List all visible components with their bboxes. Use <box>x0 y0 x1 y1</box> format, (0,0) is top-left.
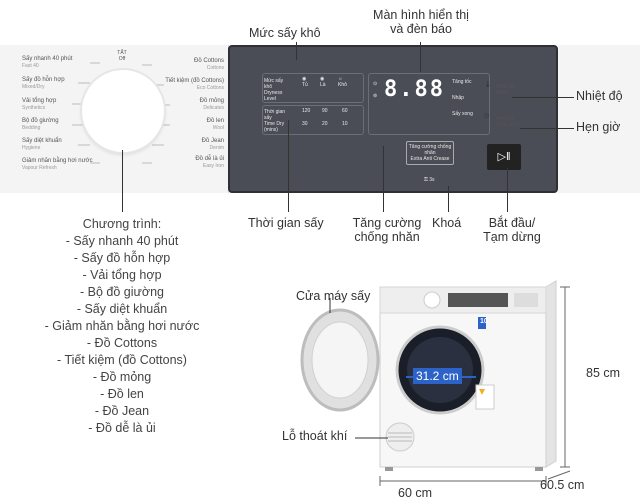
dryer-knob <box>423 291 441 309</box>
programs-list: Chương trình: - Sấy nhanh 40 phút - Sấy … <box>0 216 244 437</box>
start-pause-button[interactable]: ▷‖ <box>487 144 521 170</box>
display-group <box>368 73 490 135</box>
programs-item: - Đồ len <box>100 387 144 401</box>
indicator-2: Nhập <box>452 95 464 101</box>
dryer-mini-buttons <box>514 293 538 307</box>
programs-item: - Bộ đồ giường <box>80 285 164 299</box>
callout-start: Bắt đầu/Tạm dừng <box>483 216 541 244</box>
time-120[interactable]: 120 <box>302 108 311 114</box>
callout-door: Cửa máy sấy <box>296 289 371 303</box>
leader-start <box>507 168 508 212</box>
leader-programs <box>122 150 123 212</box>
dryer-side <box>545 280 557 468</box>
dial-lines <box>72 62 170 164</box>
programs-item: - Sấy đồ hỗn hợp <box>73 251 171 265</box>
time-90[interactable]: 90 <box>322 108 328 114</box>
time-10[interactable]: 10 <box>342 121 348 127</box>
lock-icon: ⚿ 3s <box>424 177 435 183</box>
programs-item: - Giảm nhăn bằng hơi nước <box>44 319 200 333</box>
lcd-display: 8.88 <box>384 77 445 102</box>
leader-dryness <box>296 42 297 60</box>
thermometer-icon[interactable]: 🌡 <box>484 82 492 88</box>
width-label: 60 cm <box>398 486 433 500</box>
program-selector-knob[interactable] <box>82 70 164 152</box>
time-20[interactable]: 20 <box>322 121 328 127</box>
indicator-3: Sấy xong <box>452 111 473 117</box>
dryness-group <box>262 73 364 103</box>
programs-item: - Đồ Jean <box>94 404 150 418</box>
energy-badge-rect <box>478 317 486 329</box>
leader-time <box>288 120 289 212</box>
depth-line <box>547 470 571 480</box>
programs-item: - Đồ mỏng <box>92 370 152 384</box>
time-group <box>262 105 364 135</box>
programs-heading: Chương trình: <box>82 217 162 231</box>
callout-temperature: Nhiệt độ <box>576 89 623 103</box>
control-panel-right <box>558 45 640 193</box>
programs-item: - Đồ dễ là ủi <box>88 421 156 435</box>
programs-item: - Tiết kiệm (đồ Cottons) <box>57 353 187 367</box>
dryness-option-2[interactable]: ◉Là <box>320 76 326 88</box>
program-right-2: Tiết kiệm (đồ Cottons)Eco Cottons <box>165 78 224 91</box>
time-30[interactable]: 30 <box>302 121 308 127</box>
warning-triangle <box>479 389 485 395</box>
door-glass <box>311 321 369 399</box>
dryness-option-1[interactable]: ◉Tủ <box>302 76 308 88</box>
depth-label: 60.5 cm <box>540 478 585 492</box>
leader-display <box>420 42 421 72</box>
warning-label <box>475 384 495 410</box>
callout-drying-time: Thời gian sấy <box>248 216 324 230</box>
callout-lock: Khoá <box>432 216 462 230</box>
leader-timer <box>520 128 574 129</box>
programs-item: - Sấy diệt khuẩn <box>76 302 168 316</box>
callout-timer: Hẹn giờ <box>576 120 621 134</box>
anticrease-button[interactable]: Tăng cường chống nhăn Extra Anti Crease <box>406 141 454 165</box>
dryness-option-3[interactable]: ☼Khô <box>338 76 347 88</box>
dryer-illustration <box>300 280 571 486</box>
leader-temperature <box>512 97 574 98</box>
programs-item: - Sấy nhanh 40 phút <box>65 234 179 248</box>
door-diameter-label: 31.2 cm <box>413 368 462 384</box>
callout-dryness: Mức sấy khô <box>249 26 321 40</box>
clock-icon[interactable]: ◷ <box>484 113 490 119</box>
energy-badge-number: 10 <box>480 318 488 325</box>
height-label: 85 cm <box>586 366 621 380</box>
programs-item: - Vải tổng hợp <box>82 268 162 282</box>
indicator-1: Tăng tốc <box>452 79 472 85</box>
time-60[interactable]: 60 <box>342 108 348 114</box>
display-icons: ⊙⊚ <box>373 81 378 99</box>
callout-vent: Lỗ thoát khí <box>282 429 348 443</box>
leader-lock <box>448 186 449 212</box>
leader-anticrease <box>383 146 384 212</box>
programs-item: - Đồ Cottons <box>86 336 158 350</box>
dryer-mini-display <box>448 293 508 307</box>
